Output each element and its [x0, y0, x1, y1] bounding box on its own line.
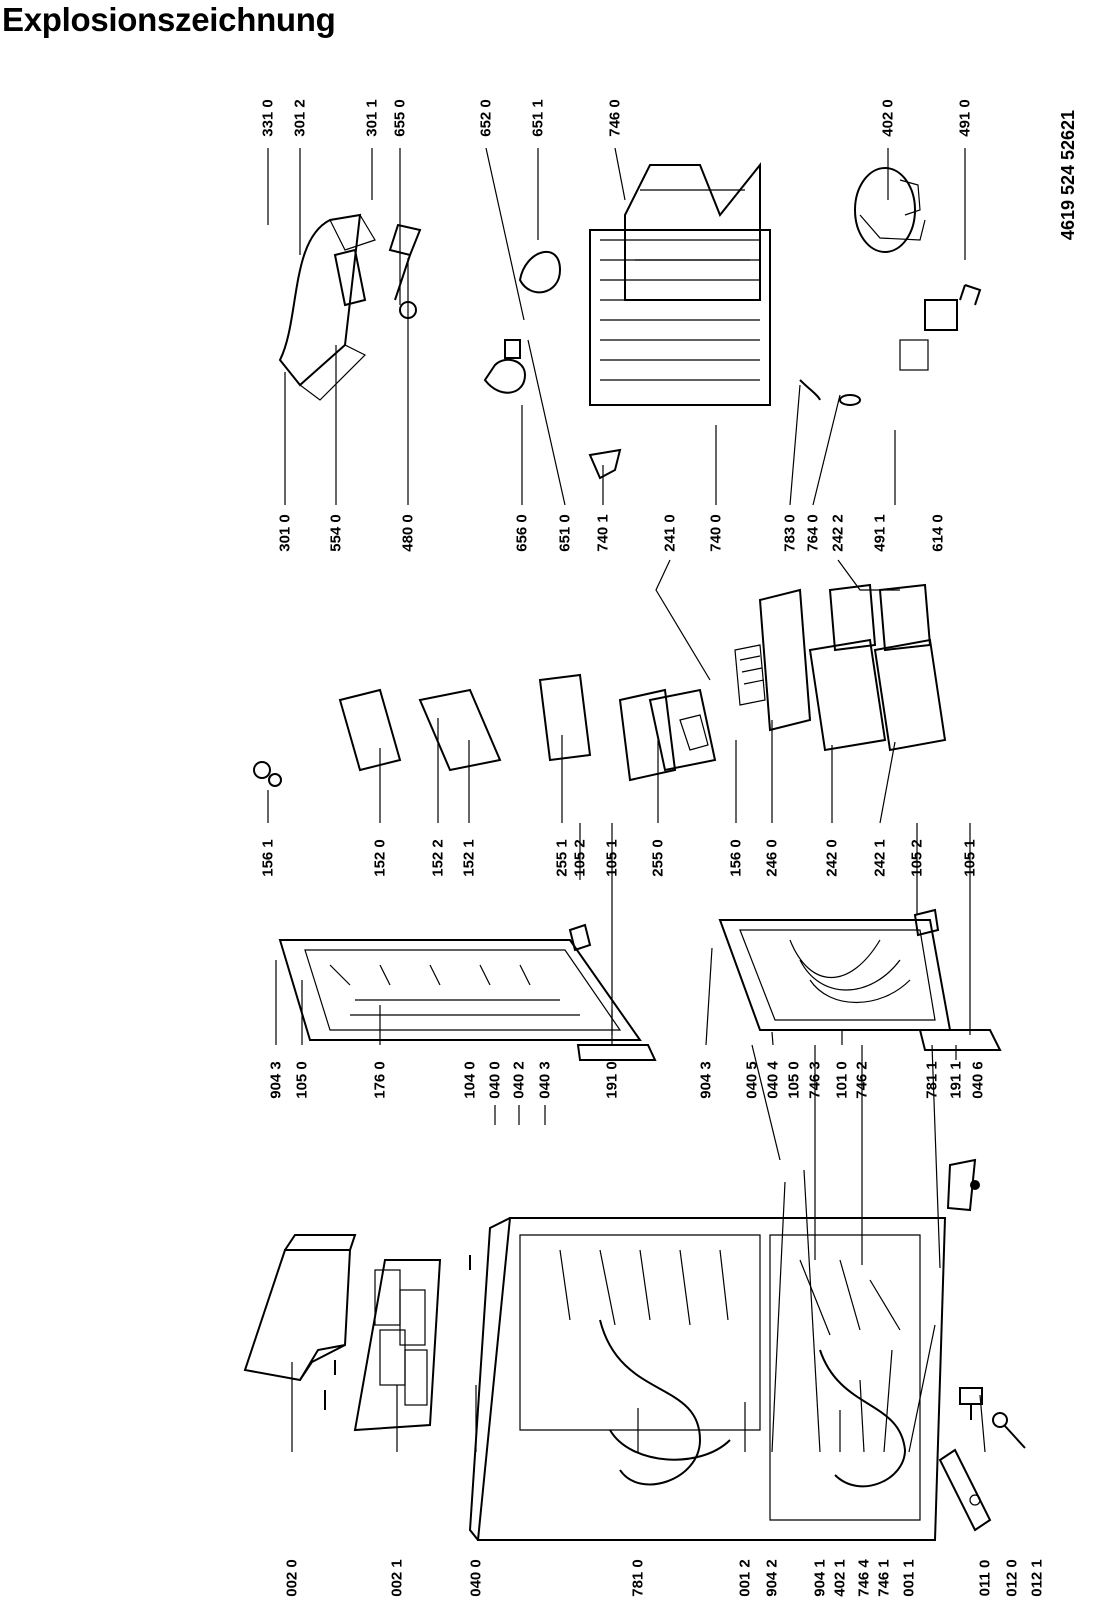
evaporator-coil [589, 229, 771, 406]
drain-funnel-icon [588, 448, 622, 480]
condenser-grid [624, 162, 761, 301]
leader-lines [267, 147, 986, 1453]
door-shelf [338, 688, 502, 772]
freezer-door-handle [576, 1044, 657, 1061]
relay-box [899, 299, 958, 371]
thermostat-housing [278, 213, 376, 401]
crisper-drawer [648, 638, 947, 772]
fan-icon [399, 301, 417, 319]
door-gasket-tube [609, 1429, 731, 1461]
leveling-foot-icon [992, 1412, 1026, 1449]
drain-pipe-icon [799, 379, 821, 401]
fridge-door [718, 919, 952, 1031]
cable-harness-icon [388, 223, 422, 301]
bracket-icon [568, 908, 940, 952]
hinge-icon [946, 1158, 980, 1212]
top-cover-frame [353, 1259, 442, 1432]
freezer-door [278, 939, 642, 1041]
foot-icon [959, 1387, 983, 1420]
crisper-cover [758, 583, 932, 732]
fridge-door-handle [918, 1029, 1002, 1051]
egg-tray-icon [253, 761, 282, 787]
fridge-cabinet [468, 1217, 947, 1541]
light-cover-icon [333, 248, 367, 307]
compressor [854, 167, 926, 253]
glass-shelf [538, 673, 677, 782]
hinge-bracket-bottom [938, 1448, 992, 1532]
page-title: Explosionszeichnung [2, 1, 336, 38]
control-knob-icon [483, 339, 527, 394]
wire-shelf-icon [734, 644, 766, 706]
top-cover-panel [243, 1234, 357, 1382]
capillary-icon [839, 394, 861, 406]
sensor-housing-icon [518, 250, 562, 294]
power-cord-icon [959, 284, 982, 306]
screw-icon [324, 1255, 471, 1410]
